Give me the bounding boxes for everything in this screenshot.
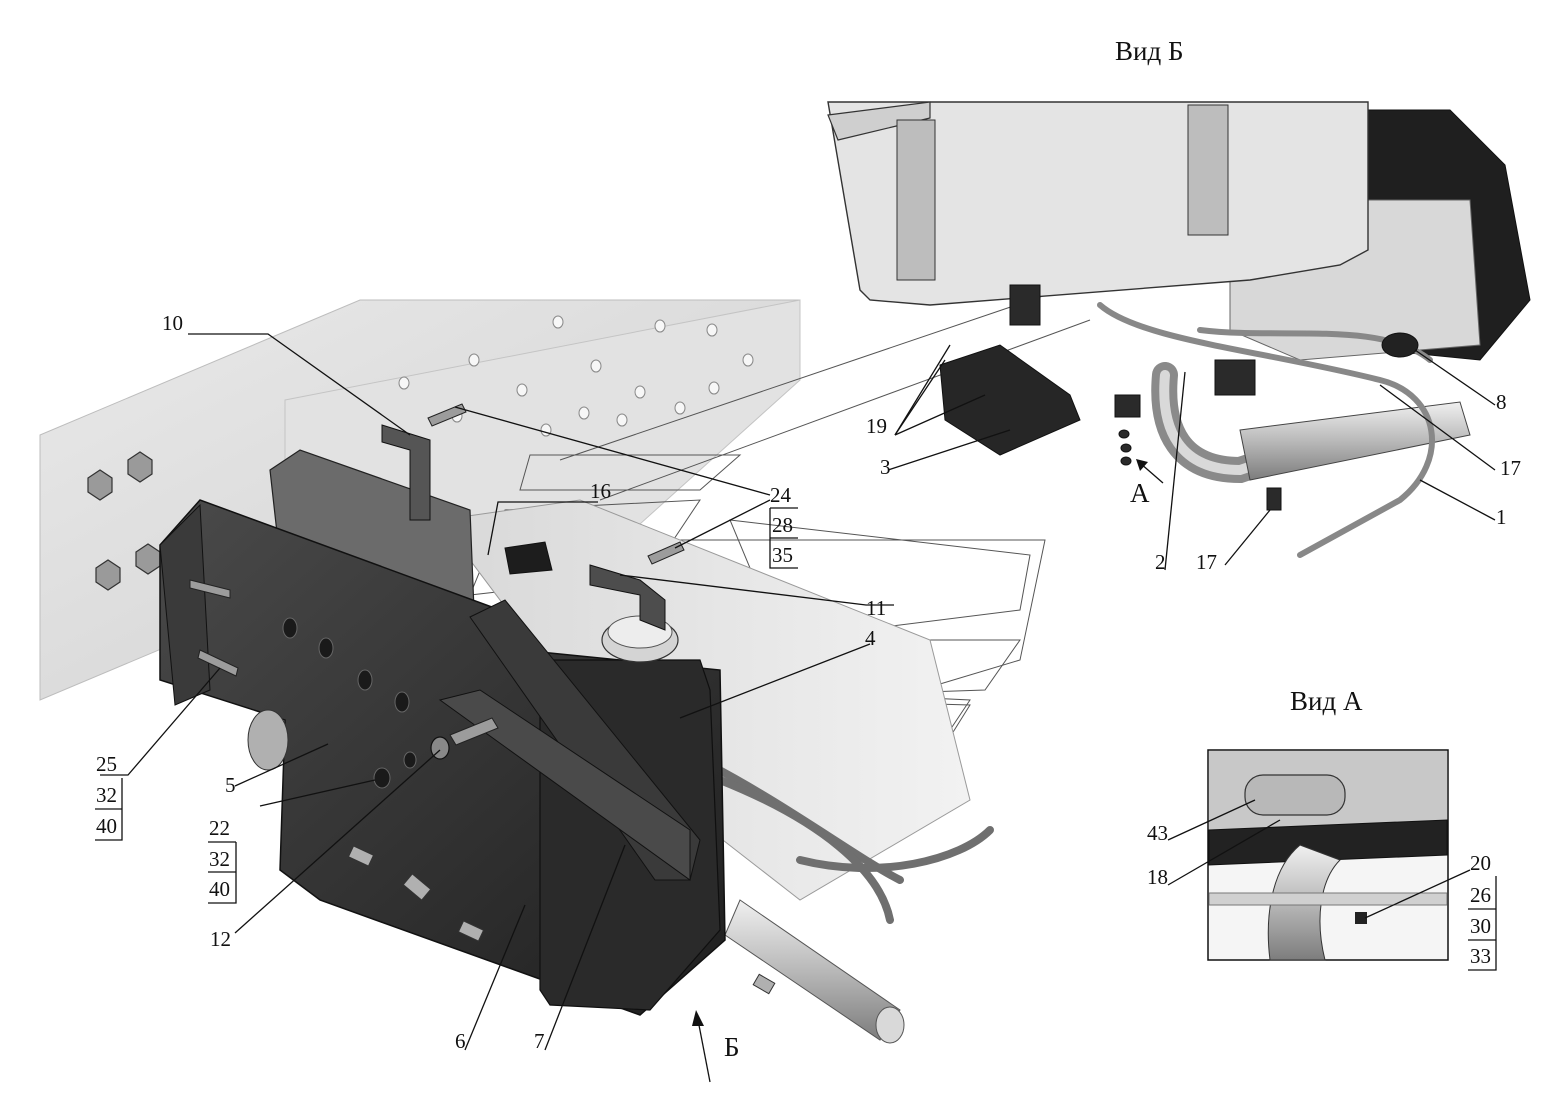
stack-20-26-30-33: 20 26 30 33 — [1468, 851, 1497, 971]
stack-25-0: 25 — [96, 752, 117, 776]
stack-20-2: 30 — [1470, 914, 1491, 938]
view-b-title: Вид Б — [1115, 36, 1183, 66]
callout-3: 3 — [880, 455, 891, 479]
callout-5: 5 — [225, 773, 236, 797]
view-a-nut-20 — [1355, 912, 1367, 924]
exhaust-pipe-end — [875, 1006, 905, 1044]
arrow-b-head — [692, 1010, 704, 1026]
main-view — [39, 279, 1091, 1044]
view-a: Вид А — [1207, 686, 1449, 961]
frame-nuts — [87, 451, 161, 591]
view-a-rod — [1208, 892, 1448, 906]
view-a-bracket — [1208, 819, 1448, 866]
bracket-10 — [381, 424, 431, 521]
arrow-a-head — [1136, 459, 1148, 471]
arrow-b-letter: Б — [724, 1032, 740, 1062]
callout-labels: 10 16 11 4 5 12 6 7 19 3 2 17 8 17 1 43 … — [162, 311, 1521, 1062]
view-b-small-parts — [1009, 284, 1282, 511]
view-a-fitting-43 — [1244, 774, 1346, 816]
callout-10: 10 — [162, 311, 183, 335]
view-b-slots — [896, 104, 1229, 281]
callout-2: 2 — [1155, 550, 1166, 574]
callout-12: 12 — [210, 927, 231, 951]
cover-holes — [282, 617, 417, 789]
callout-18: 18 — [1147, 865, 1168, 889]
side-panel — [159, 503, 211, 706]
view-b: Вид Б — [827, 36, 1531, 558]
leader-lines — [100, 333, 1496, 1083]
callout-1: 1 — [1496, 505, 1507, 529]
stack-24-28-35: 24 28 35 — [769, 483, 798, 569]
stack-22-0: 22 — [209, 816, 230, 840]
view-b-cap-8 — [1381, 332, 1419, 358]
stack-25-32-40: 25 32 40 — [95, 752, 123, 841]
callout-17b: 17 — [1196, 550, 1217, 574]
view-b-tank — [827, 101, 1369, 306]
heater-pipes — [696, 756, 994, 924]
callout-16: 16 — [590, 479, 611, 503]
callout-43: 43 — [1147, 821, 1168, 845]
frame-holes — [398, 315, 754, 437]
strap-7-flange — [438, 689, 691, 881]
callout-4: 4 — [865, 626, 876, 650]
stack-24-0: 24 — [770, 483, 792, 507]
view-a-title: Вид А — [1290, 686, 1363, 716]
callout-7: 7 — [534, 1029, 545, 1053]
pump-16 — [504, 541, 553, 575]
exhaust-pipe — [724, 899, 901, 1041]
view-b-pipe-2-highlight — [1159, 370, 1335, 476]
stack-25-1: 32 — [96, 783, 117, 807]
stack-24-1: 28 — [772, 513, 793, 537]
stack-20-1: 26 — [1470, 883, 1491, 907]
stack-22-2: 40 — [209, 877, 230, 901]
arrow-a-letter: А — [1130, 478, 1150, 508]
bracket-11 — [589, 564, 666, 631]
callout-19: 19 — [866, 414, 887, 438]
stack-20-3: 33 — [1470, 944, 1491, 968]
callout-6: 6 — [455, 1029, 466, 1053]
stack-20-0: 20 — [1470, 851, 1491, 875]
stack-22-32-40: 22 32 40 — [208, 816, 237, 904]
view-b-muffler — [1239, 401, 1471, 481]
view-b-handle — [827, 101, 931, 141]
callout-11: 11 — [866, 596, 886, 620]
callout-17a: 17 — [1500, 456, 1521, 480]
fittings — [247, 709, 776, 995]
stack-22-1: 32 — [209, 847, 230, 871]
view-b-bracket-3 — [939, 344, 1081, 456]
stack-24-2: 35 — [772, 543, 793, 567]
stack-25-2: 40 — [96, 814, 117, 838]
callout-8: 8 — [1496, 390, 1507, 414]
